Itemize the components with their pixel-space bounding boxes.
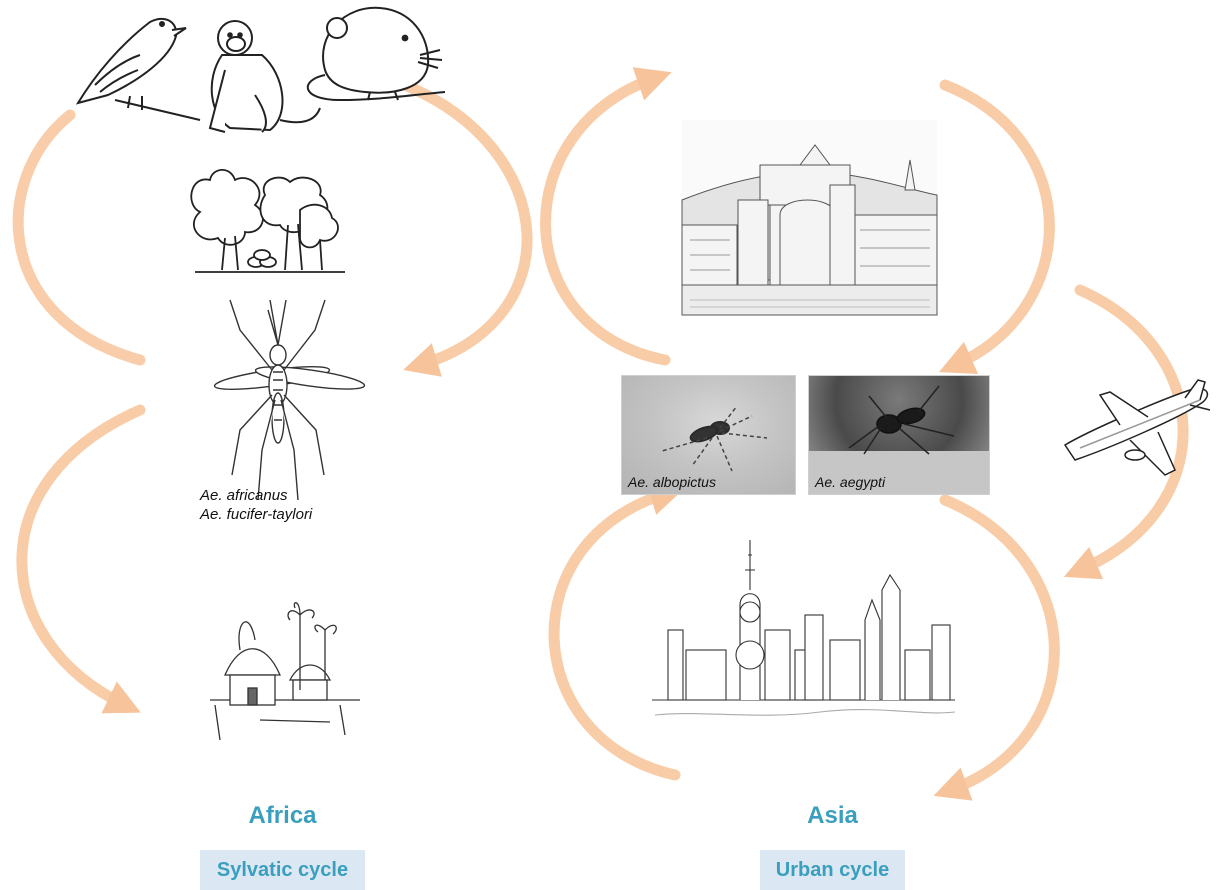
urban-cycle-box: Urban cycle [760,850,905,890]
arrow-asia-top-right [938,79,1055,374]
aegypti-mosquito-icon [809,385,989,494]
arrow-asia-bottom-right [933,494,1060,801]
africa-species-label-1: Ae. africanus [200,487,288,504]
sylvatic-cycle-box: Sylvatic cycle [200,850,365,890]
albopictus-photo: Ae. albopictus [621,375,796,495]
arrow-asia-bottom-left [548,481,685,781]
monkey-icon [208,20,321,133]
arrow-africa-bottom [16,404,146,714]
aegypti-photo: Ae. aegypti [808,375,990,495]
albopictus-label: Ae. albopictus [628,474,716,490]
skyline-icon [652,540,956,716]
arrow-asia-top-left [540,67,672,366]
mosquito-icon [213,299,366,501]
albopictus-mosquito-icon [661,405,768,472]
old-city-icon [681,120,938,316]
forest-icon [190,168,345,273]
arrow-africa-left [12,109,146,366]
arrow-africa-right [399,79,533,377]
africa-region-title: Africa [248,802,317,829]
africa-species-label-2: Ae. fucifer-taylori [200,506,313,523]
rodent-icon [306,6,446,102]
arrow-airplane-route [1063,284,1189,580]
bird-icon [75,17,201,121]
aegypti-label: Ae. aegypti [815,474,886,490]
village-icon [210,602,360,741]
asia-region-title: Asia [807,802,858,829]
airplane-icon [1063,379,1211,476]
